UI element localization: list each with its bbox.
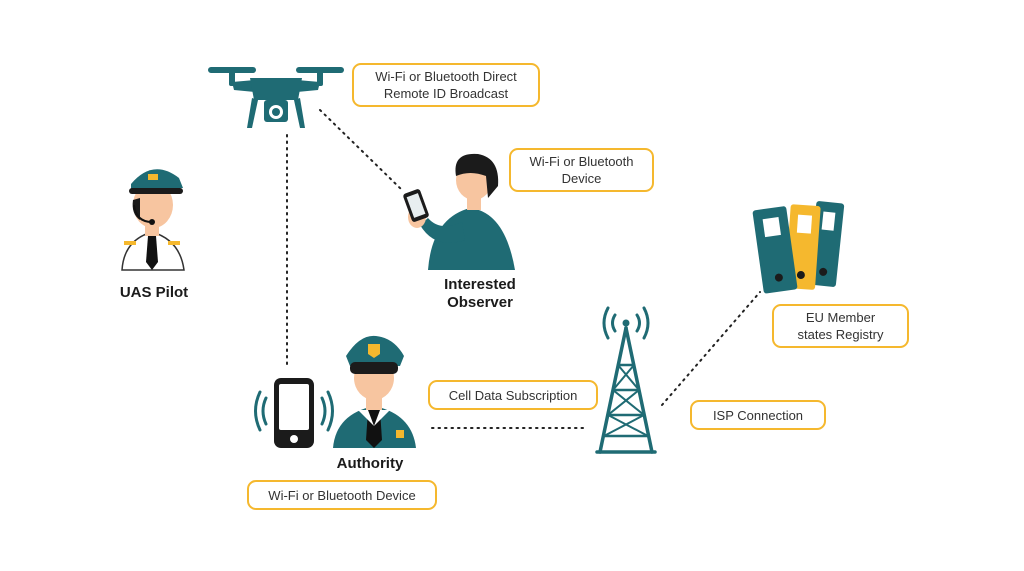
pilot-icon	[121, 169, 185, 271]
observer-icon	[403, 153, 515, 270]
cell-data-box: Cell Data Subscription	[428, 380, 598, 410]
cell-tower-icon	[595, 306, 657, 454]
observer-device-line1: Wi-Fi or Bluetooth	[529, 154, 634, 169]
uas-pilot-label: UAS Pilot	[119, 284, 189, 301]
connector-tower-registry	[661, 291, 761, 406]
observer-label-line2: Observer	[447, 294, 513, 311]
registry-line2: states Registry	[797, 327, 884, 342]
observer-label-line1: Interested	[444, 276, 516, 293]
observer-device-box: Wi-Fi or Bluetooth Device	[509, 148, 654, 192]
drone-broadcast-box: Wi-Fi or Bluetooth Direct Remote ID Broa…	[352, 63, 540, 107]
phone-icon	[254, 378, 334, 448]
drone-broadcast-line1: Wi-Fi or Bluetooth Direct	[375, 69, 517, 84]
drone-broadcast-line2: Remote ID Broadcast	[383, 86, 509, 101]
binders-icon	[752, 201, 845, 294]
drone-icon	[208, 67, 344, 128]
registry-line1: EU Member	[805, 310, 876, 325]
isp-box: ISP Connection	[690, 400, 826, 430]
authority-label: Authority	[336, 455, 404, 472]
connector-drone-observer	[319, 109, 403, 191]
authority-device-box: Wi-Fi or Bluetooth Device	[247, 480, 437, 510]
registry-box: EU Member states Registry	[772, 304, 909, 348]
observer-device-line2: Device	[561, 171, 602, 186]
observer-label: Interested Observer	[420, 276, 540, 312]
police-officer-icon	[333, 335, 416, 448]
